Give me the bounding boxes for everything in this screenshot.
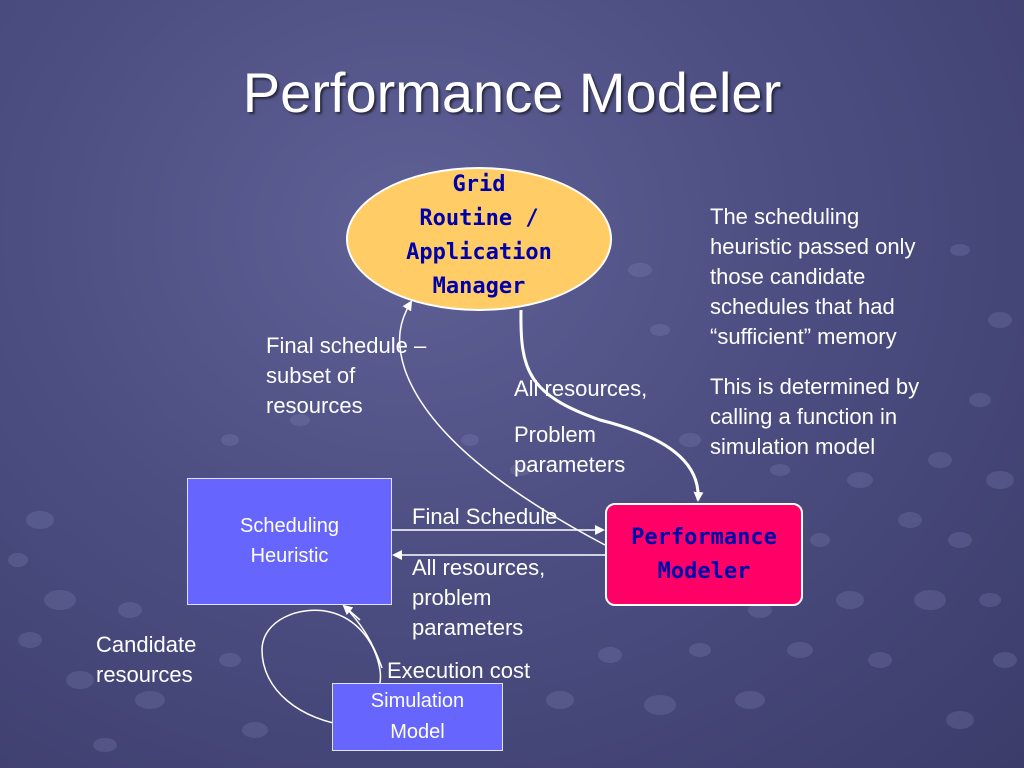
simulation-model-node xyxy=(332,683,503,751)
note-paragraph-2: This is determined by calling a function… xyxy=(710,374,920,459)
simulation-model-label: Simulation Model xyxy=(370,690,465,743)
label-candidate-resources: Candidate resources xyxy=(96,632,197,687)
scheduling-heuristic-node xyxy=(187,478,392,605)
arrow-heuristic-to-manager xyxy=(398,300,606,546)
grid-manager-label: Grid Routine / Application Manager xyxy=(406,172,552,299)
performance-modeler-label: Performance Modeler xyxy=(631,525,777,584)
performance-modeler-node xyxy=(605,503,803,606)
label-final-schedule: Final Schedule xyxy=(412,504,558,529)
grid-manager-node xyxy=(346,167,612,311)
label-all-resources: All resources, xyxy=(514,376,648,401)
arrow-loop-head xyxy=(342,604,361,621)
label-final-schedule-subset: Final schedule – subset of resources xyxy=(266,333,427,418)
label-problem-parameters: Problem parameters xyxy=(514,422,626,477)
label-execution-cost: Execution cost xyxy=(387,658,531,683)
note-paragraph-1: The scheduling heuristic passed only tho… xyxy=(710,204,916,349)
arrow-manager-to-performance-modeler xyxy=(519,309,704,502)
label-all-resources-problem: All resources, problem parameters xyxy=(412,555,546,640)
slide-title: Performance Modeler xyxy=(242,61,782,124)
scheduling-heuristic-label: Scheduling Heuristic xyxy=(240,515,339,567)
